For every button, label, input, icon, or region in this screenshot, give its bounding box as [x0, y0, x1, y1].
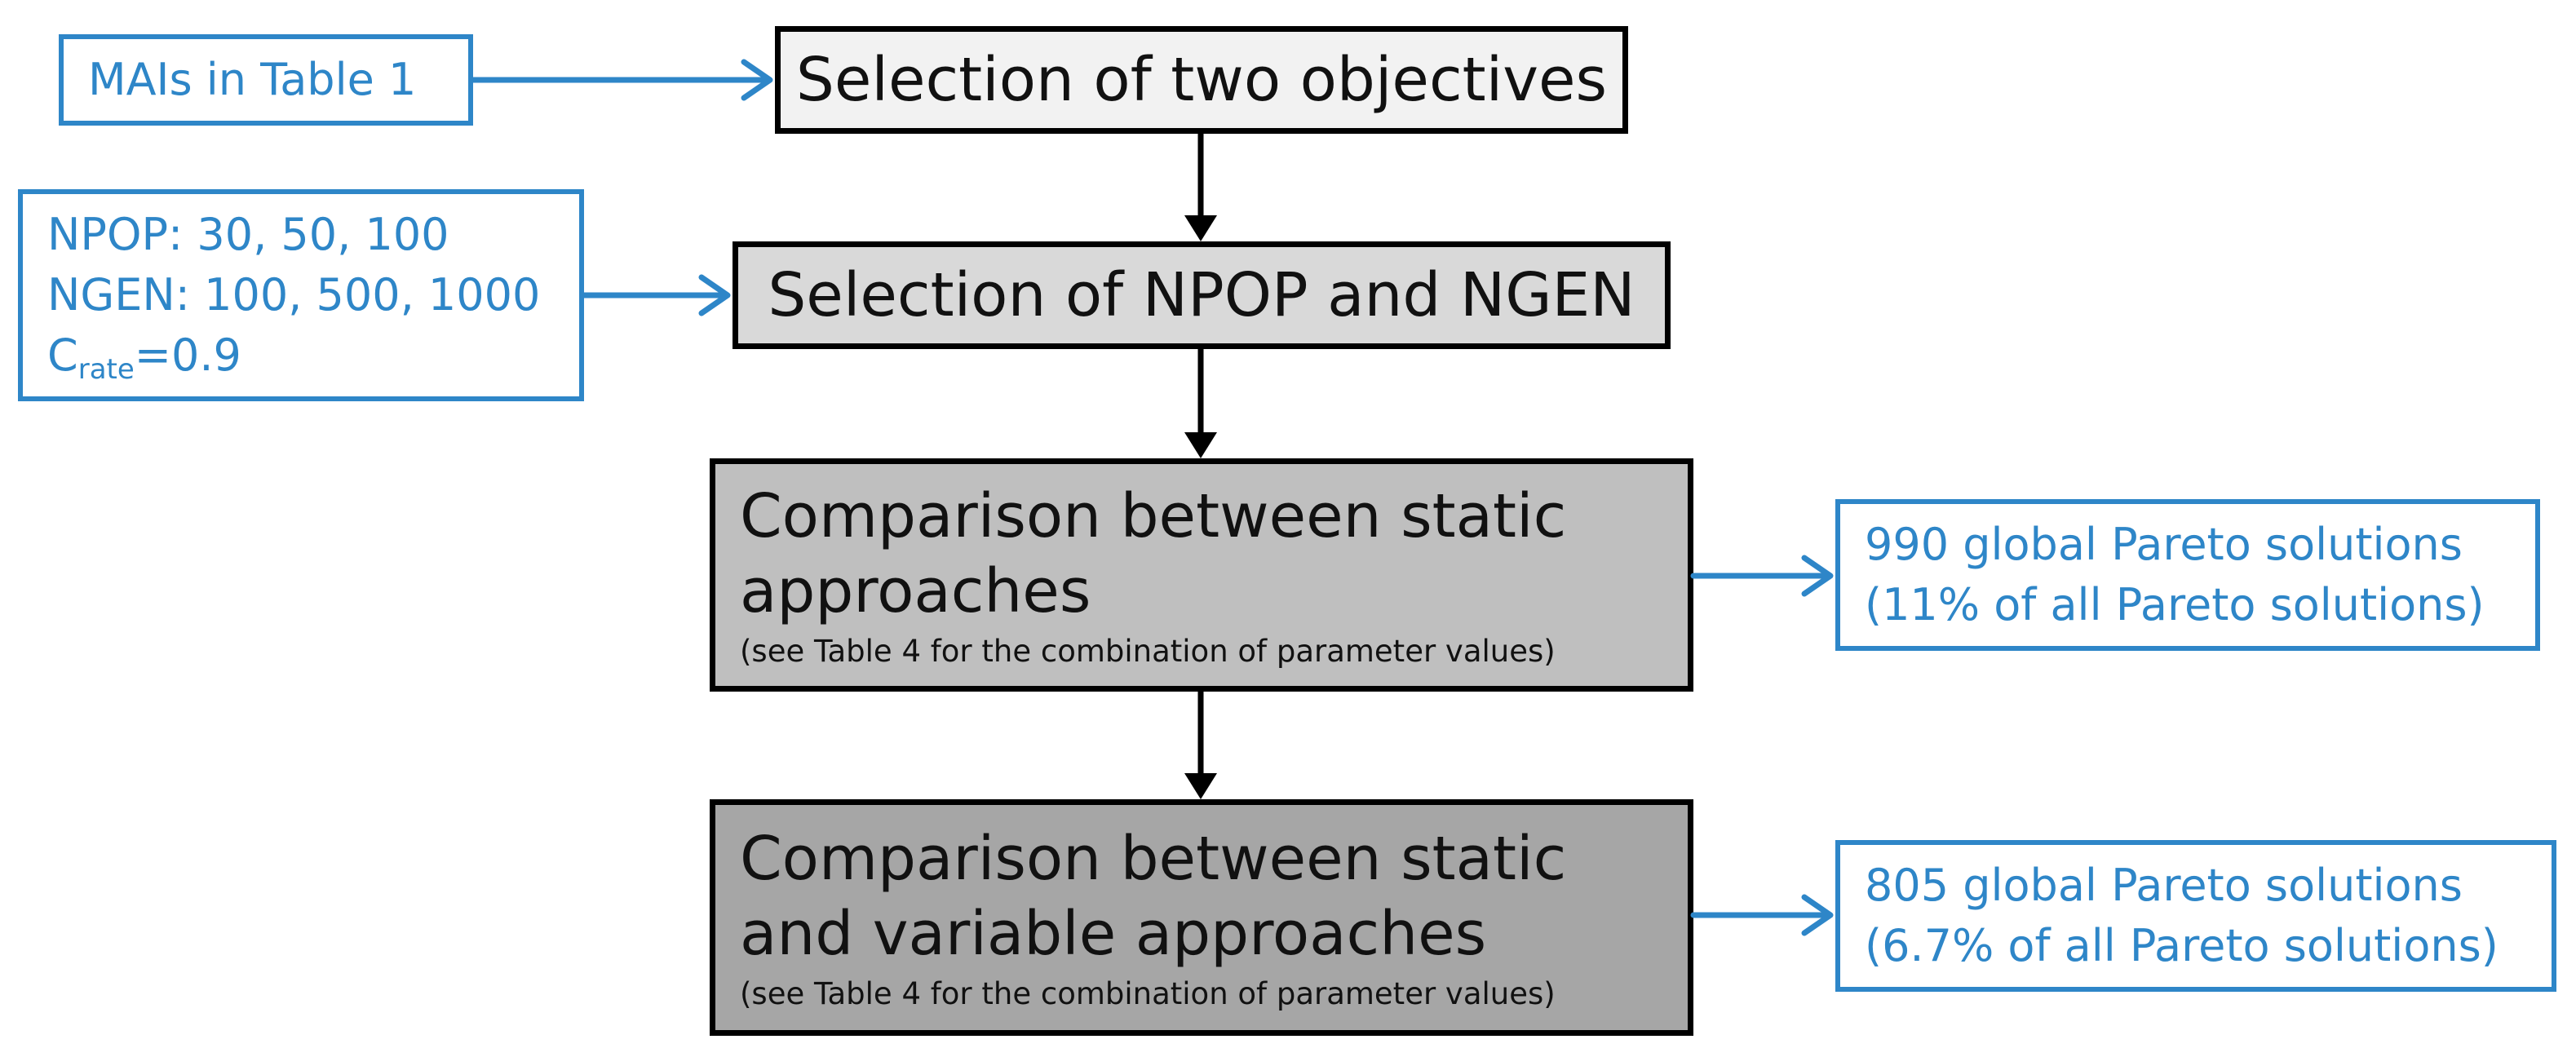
step-comparison-static-variable-note: (see Table 4 for the combination of para… [740, 976, 1556, 1011]
result-variable-pareto-line1: 805 global Pareto solutions [1865, 860, 2463, 911]
step-comparison-static-note: (see Table 4 for the combination of para… [740, 634, 1556, 669]
arrow-mais-to-step1-head [741, 59, 773, 101]
arrow-step2-to-step3-head [1184, 432, 1217, 458]
arrow-step3-to-step4-head [1184, 773, 1217, 799]
input-mais-text: MAIs in Table 1 [88, 54, 417, 105]
input-crate-subscript: rate [77, 353, 135, 386]
arrow-step4-to-result-head [1801, 894, 1834, 936]
input-ngen: NGEN: 100, 500, 1000 [47, 269, 541, 321]
step-comparison-static-variable-title-line2: and variable approaches [740, 899, 1487, 969]
result-static-pareto-line1: 990 global Pareto solutions [1865, 519, 2463, 570]
arrow-step3-to-result-head [1801, 555, 1834, 597]
step-comparison-static-title-line1: Comparison between static [740, 481, 1567, 551]
step-selection-objectives: Selection of two objectives [775, 26, 1628, 134]
input-crate-value: =0.9 [134, 329, 241, 381]
result-static-pareto-line2: (11% of all Pareto solutions) [1865, 579, 2485, 630]
input-npop: NPOP: 30, 50, 100 [47, 209, 449, 260]
step-selection-objectives-title: Selection of two objectives [795, 45, 1608, 115]
result-variable-pareto-line2: (6.7% of all Pareto solutions) [1865, 920, 2499, 971]
input-crate: Crate=0.9 [47, 325, 579, 386]
step-comparison-static-variable-title-line1: Comparison between static [740, 824, 1567, 894]
step-selection-npop-ngen-title: Selection of NPOP and NGEN [768, 260, 1635, 330]
result-variable-pareto: 805 global Pareto solutions (6.7% of all… [1835, 840, 2556, 992]
step-selection-npop-ngen: Selection of NPOP and NGEN [733, 241, 1671, 349]
input-parameters: NPOP: 30, 50, 100 NGEN: 100, 500, 1000 C… [18, 189, 584, 401]
step-comparison-static-title-line2: approaches [740, 556, 1091, 626]
result-static-pareto: 990 global Pareto solutions (11% of all … [1835, 499, 2540, 651]
arrow-params-to-step2-head [698, 274, 731, 316]
input-crate-letter: C [47, 329, 78, 381]
input-mais: MAIs in Table 1 [59, 34, 473, 126]
arrow-step1-to-step2-head [1184, 215, 1217, 241]
step-comparison-static: Comparison between static approaches (se… [710, 458, 1693, 692]
step-comparison-static-variable: Comparison between static and variable a… [710, 799, 1693, 1036]
